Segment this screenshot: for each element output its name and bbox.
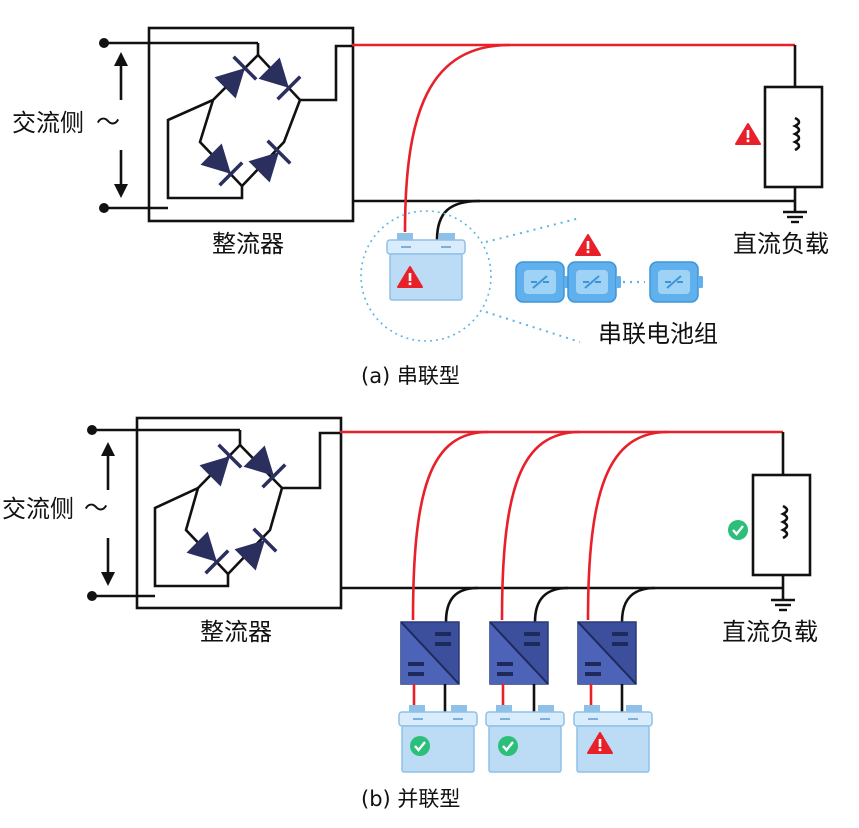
diode-bridge-a — [166, 43, 352, 200]
inductor-b-icon — [780, 504, 789, 540]
battery-positive-lead-a — [403, 43, 511, 233]
dcdc-converter-2-icon — [489, 621, 549, 685]
ground-icon — [783, 210, 807, 224]
battery-cell-1-icon — [515, 261, 570, 303]
rectifier-box-b — [135, 416, 343, 610]
caption-a: (a) 串联型 — [361, 364, 460, 388]
dc-load-b — [751, 473, 812, 577]
ac-side-label: 交流侧 — [12, 109, 84, 137]
battery-2-ok-icon — [496, 734, 520, 758]
battery-negative-lead-a — [435, 199, 481, 241]
panel-b-parallel: 交流侧 ～ 整流器 直流负载 — [2, 416, 818, 811]
rectifier-box-a — [147, 26, 355, 223]
ac-up-arrow — [114, 52, 128, 100]
dcdc-converter-1-icon — [400, 621, 460, 685]
dc-load-label-b: 直流负载 — [722, 618, 818, 646]
battery-3-icon — [573, 704, 653, 773]
battery-cell-2-icon — [567, 261, 622, 303]
dc-load-label-a: 直流负载 — [733, 230, 829, 258]
ac-side-label-b: 交流侧 — [2, 495, 74, 523]
cell-warning-icon — [575, 234, 601, 256]
branch-1-positive — [411, 430, 489, 621]
ac-down-arrow-b — [101, 538, 115, 586]
rectifier-label-a: 整流器 — [212, 230, 284, 258]
load-warning-icon — [735, 123, 761, 145]
branch-2-positive — [500, 430, 581, 621]
ac-down-arrow — [114, 150, 128, 198]
battery-zoom-circle — [360, 210, 492, 342]
battery-string-label: 串联电池组 — [598, 320, 718, 348]
load-ok-icon — [726, 518, 750, 542]
rectifier-label-b: 整流器 — [200, 618, 272, 646]
diode-2-b-icon — [241, 443, 287, 489]
battery-1-icon — [398, 704, 478, 773]
ground-b-icon — [771, 598, 795, 612]
diode-4-icon — [246, 139, 292, 185]
battery-cell-n-icon — [649, 261, 704, 303]
branch-2-negative — [533, 586, 569, 623]
inductor-icon — [792, 116, 801, 152]
diode-4-b-icon — [232, 527, 278, 573]
branch-1-negative — [444, 586, 479, 623]
battery-string-icon — [386, 232, 466, 301]
branch-3-positive — [586, 430, 669, 621]
branch-3-negative — [620, 586, 656, 623]
dcdc-converter-3-icon — [577, 621, 637, 685]
diode-bridge-b — [153, 430, 340, 588]
dc-load-a — [763, 85, 824, 189]
battery-1-ok-icon — [408, 734, 432, 758]
ac-tilde-label-b: ～ — [84, 494, 108, 522]
panel-a-series: 交流侧 ～ 整流器 直流负载 — [12, 26, 829, 388]
battery-2-icon — [485, 704, 565, 773]
caption-b: (b) 并联型 — [361, 787, 460, 811]
ac-up-arrow-b — [101, 442, 115, 490]
ac-tilde-label: ～ — [96, 108, 120, 136]
